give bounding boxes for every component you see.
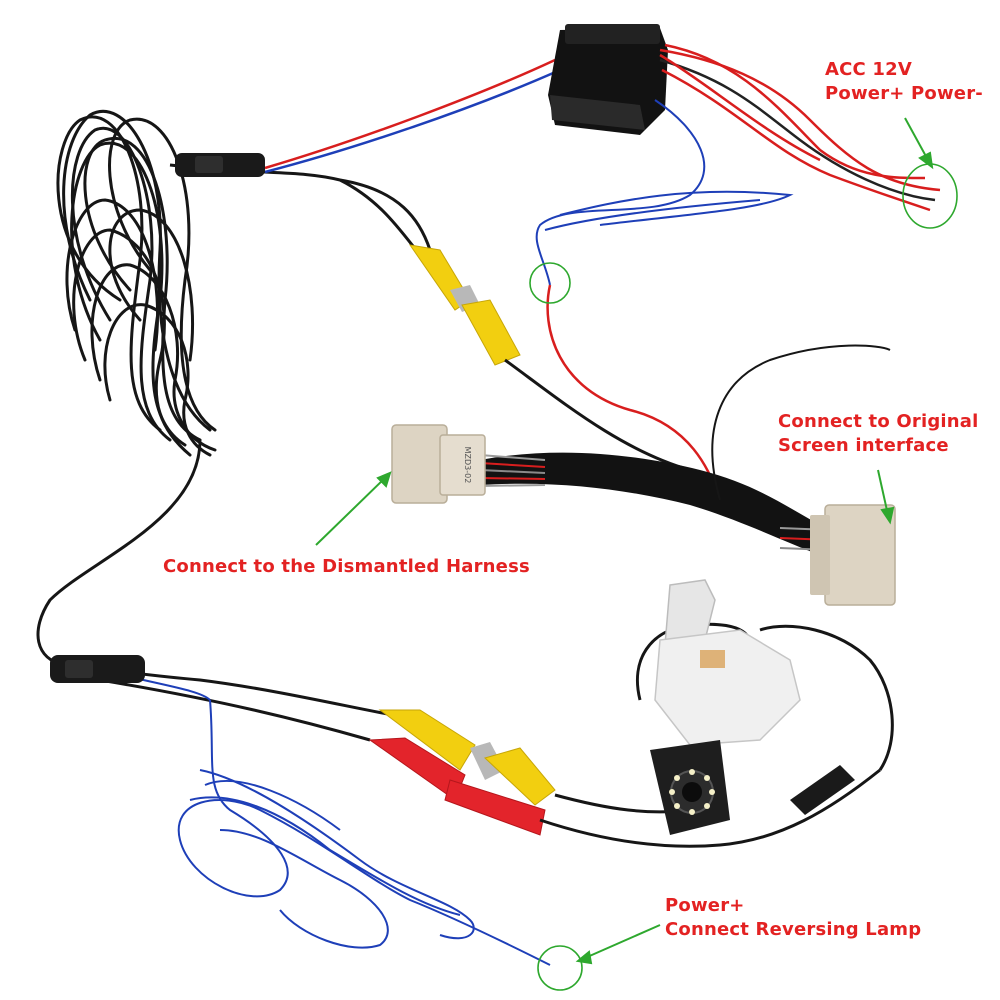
blue-wire-end-highlight bbox=[529, 262, 571, 304]
callout-arrows bbox=[315, 117, 934, 965]
lamp-arrow-head bbox=[575, 950, 593, 965]
dismantled-harness-label: Connect to the Dismantled Harness bbox=[163, 555, 530, 579]
power-filter-box bbox=[548, 24, 668, 135]
inline-connector-top bbox=[175, 153, 265, 177]
lamp-arrow bbox=[584, 924, 661, 959]
screen-interface-label: Connect to Original Screen interface bbox=[778, 410, 979, 458]
acc-arrow-head bbox=[918, 151, 934, 170]
lamp-label-line1: Power+ bbox=[665, 895, 745, 916]
red-trigger-wire bbox=[546, 284, 722, 501]
camera-inline-connector bbox=[790, 765, 855, 815]
harness-arrow-head bbox=[376, 471, 392, 488]
blue-trigger-wire bbox=[535, 99, 794, 286]
main-video-cable bbox=[36, 439, 202, 667]
lamp-wire-end-highlight bbox=[537, 945, 583, 991]
harness-label-text: Connect to the Dismantled Harness bbox=[163, 556, 530, 577]
reversing-lamp-wire-coil bbox=[177, 699, 551, 966]
screen-arrow bbox=[877, 469, 889, 516]
harness-arrow bbox=[315, 477, 386, 546]
red-rca-lower bbox=[368, 737, 546, 836]
connector-print: MZD3-02 bbox=[463, 447, 472, 484]
screen-label-line2: Screen interface bbox=[778, 435, 949, 456]
wiring-harness-loom bbox=[479, 452, 831, 555]
screen-lead-wire bbox=[711, 344, 891, 501]
yellow-rca-upper bbox=[408, 244, 521, 366]
top-cable bbox=[169, 163, 432, 251]
acc-power-label: ACC 12V Power+ Power- bbox=[825, 58, 983, 106]
reversing-lamp-label: Power+ Connect Reversing Lamp bbox=[665, 894, 921, 942]
lamp-label-line2: Connect Reversing Lamp bbox=[665, 919, 922, 940]
harness-connector-left: MZD3-02 bbox=[391, 424, 486, 504]
reversing-camera bbox=[650, 740, 730, 835]
screen-arrow-head bbox=[880, 506, 895, 525]
yellow-rca-lower bbox=[378, 709, 556, 806]
screen-label-line1: Connect to Original bbox=[778, 411, 979, 432]
acc-power-wires bbox=[659, 43, 941, 212]
camera-mount-bracket bbox=[654, 579, 801, 746]
acc-arrow bbox=[904, 117, 929, 161]
acc-label-line1: ACC 12V bbox=[825, 59, 912, 80]
inline-connector-lower bbox=[50, 655, 145, 683]
harness-connector-right bbox=[810, 504, 896, 606]
acc-label-line2: Power+ Power- bbox=[825, 83, 983, 104]
